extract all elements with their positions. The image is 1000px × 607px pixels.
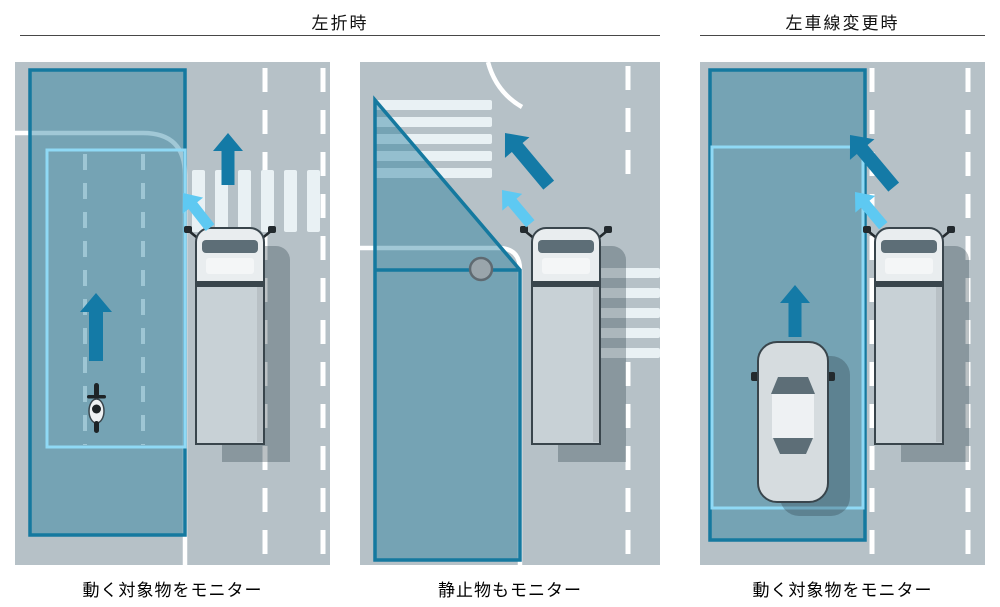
car-icon xyxy=(750,341,851,517)
section-title-left-turn: 左折時 xyxy=(311,14,369,33)
monitored-zone xyxy=(28,68,187,537)
truck-icon xyxy=(861,224,971,464)
section-title-lane-change: 左車線変更時 xyxy=(785,14,900,33)
section-rule-left-turn xyxy=(20,35,660,36)
panel-lane-change-moving xyxy=(700,62,985,565)
panel-left-turn-moving xyxy=(15,62,330,565)
road-curve-line xyxy=(485,62,524,109)
truck-icon xyxy=(182,224,292,464)
panel-caption-stationary: 静止物もモニター xyxy=(438,581,582,600)
monitored-zone xyxy=(373,95,522,562)
inner-monitor-zone xyxy=(45,148,187,449)
section-rule-lane-change xyxy=(700,35,985,36)
panel-caption-moving-2: 動く対象物をモニター xyxy=(752,581,933,600)
panel-left-turn-stationary xyxy=(360,62,660,565)
panel-caption-moving-1: 動く対象物をモニター xyxy=(82,581,263,600)
truck-icon xyxy=(518,224,628,464)
stationary-object-icon xyxy=(468,256,494,282)
